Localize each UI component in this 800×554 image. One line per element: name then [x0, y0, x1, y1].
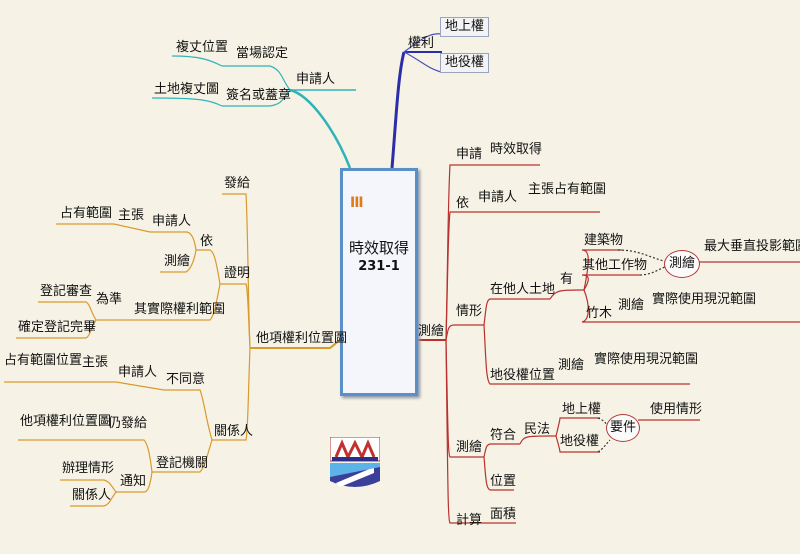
central-title: 時效取得 — [348, 239, 409, 257]
category-icon: III — [350, 195, 364, 211]
node-dengjijiguan[interactable]: 登記機關 — [156, 456, 209, 471]
node-shenqingren-r[interactable]: 申請人 — [478, 190, 518, 205]
node-butongyi[interactable]: 不同意 — [166, 372, 206, 387]
node-qingxing[interactable]: 情形 — [456, 304, 483, 319]
node-zhumu[interactable]: 竹木 — [586, 306, 613, 321]
node-shenqing-r[interactable]: 申請 — [456, 147, 483, 162]
node-cehui-zhumu[interactable]: 測繪 — [618, 298, 645, 313]
central-code: 231-1 — [358, 259, 400, 274]
central-topic[interactable]: III 時效取得 231-1 — [340, 168, 418, 396]
node-cehui-main[interactable]: 測繪 — [418, 324, 445, 339]
node-qitagongzuowu[interactable]: 其他工作物 — [582, 258, 648, 273]
node-zhuzhang-r[interactable]: 主張占有範圍 — [528, 182, 607, 197]
node-zhengming[interactable]: 證明 — [224, 266, 251, 281]
node-yi-l[interactable]: 依 — [200, 234, 214, 249]
node-shiji-diyi[interactable]: 實際使用現況範圍 — [594, 352, 699, 367]
node-zhuzhang-l[interactable]: 主張 — [118, 208, 145, 223]
node-dangchang[interactable]: 當場認定 — [236, 46, 289, 61]
node-fuhe[interactable]: 符合 — [490, 428, 517, 443]
node-cehui-oval[interactable]: 測繪 — [664, 250, 700, 278]
node-weizhi[interactable]: 位置 — [490, 474, 517, 489]
node-zaitarentudi[interactable]: 在他人土地 — [490, 282, 556, 297]
node-diyiquan[interactable]: 地役權 — [440, 53, 490, 73]
node-mianji[interactable]: 面積 — [490, 507, 517, 522]
node-qishiji[interactable]: 其實際權利範圍 — [134, 302, 226, 317]
node-quedingdengji[interactable]: 確定登記完畢 — [18, 320, 97, 335]
node-zhanyoufanwei-l[interactable]: 占有範圍 — [60, 206, 113, 221]
node-diyiquanweizhi[interactable]: 地役權位置 — [490, 368, 556, 383]
node-guanxiren[interactable]: 關係人 — [214, 424, 254, 439]
node-jianzhuwu[interactable]: 建築物 — [584, 233, 624, 248]
node-shenqingren-top[interactable]: 申請人 — [296, 72, 336, 87]
node-diyi2[interactable]: 地役權 — [560, 434, 600, 449]
node-fagei[interactable]: 發給 — [224, 176, 251, 191]
node-rengei[interactable]: 仍發給 — [108, 416, 148, 431]
node-shenqingren-l2[interactable]: 申請人 — [118, 365, 158, 380]
node-dengjishencha[interactable]: 登記審查 — [40, 284, 93, 299]
node-jisuan[interactable]: 計算 — [456, 513, 483, 528]
node-banliqingxing[interactable]: 辦理情形 — [62, 461, 115, 476]
node-dishangquan[interactable]: 地上權 — [440, 17, 490, 37]
node-you[interactable]: 有 — [560, 272, 574, 287]
node-shenqingren-l[interactable]: 申請人 — [152, 214, 192, 229]
node-guanxiren2[interactable]: 關係人 — [72, 488, 112, 503]
node-tongzhi[interactable]: 通知 — [120, 474, 147, 489]
node-yaojian[interactable]: 要件 — [606, 414, 640, 442]
node-cehui-diyi[interactable]: 測繪 — [558, 358, 585, 373]
node-zhanyouweizhi[interactable]: 占有範圍位置 — [4, 353, 83, 368]
shield-logo — [330, 437, 380, 487]
node-taxiang2[interactable]: 他項權利位置圖 — [20, 414, 112, 429]
node-weizhun[interactable]: 為準 — [96, 292, 123, 307]
node-shiyongqingxing[interactable]: 使用情形 — [650, 402, 703, 417]
node-cehui-l[interactable]: 測繪 — [164, 254, 191, 269]
node-tudifuzhangtu[interactable]: 土地複丈圖 — [154, 82, 220, 97]
node-zhuzhang-l2[interactable]: 主張 — [82, 355, 109, 370]
node-minfa[interactable]: 民法 — [524, 422, 551, 437]
node-quanli[interactable]: 權利 — [408, 36, 435, 51]
node-qianming[interactable]: 簽名或蓋章 — [226, 88, 292, 103]
node-dishang2[interactable]: 地上權 — [562, 402, 602, 417]
node-cehui-low[interactable]: 測繪 — [456, 440, 483, 455]
node-shixiaoqude[interactable]: 時效取得 — [490, 142, 543, 157]
node-shiji-zhumu[interactable]: 實際使用現況範圍 — [652, 292, 757, 307]
node-fuzhangweizhi[interactable]: 複丈位置 — [176, 40, 229, 55]
node-taxiang[interactable]: 他項權利位置圖 — [256, 331, 348, 346]
node-yi-r[interactable]: 依 — [456, 196, 470, 211]
node-zuidachuizhi[interactable]: 最大垂直投影範圍 — [704, 239, 800, 254]
